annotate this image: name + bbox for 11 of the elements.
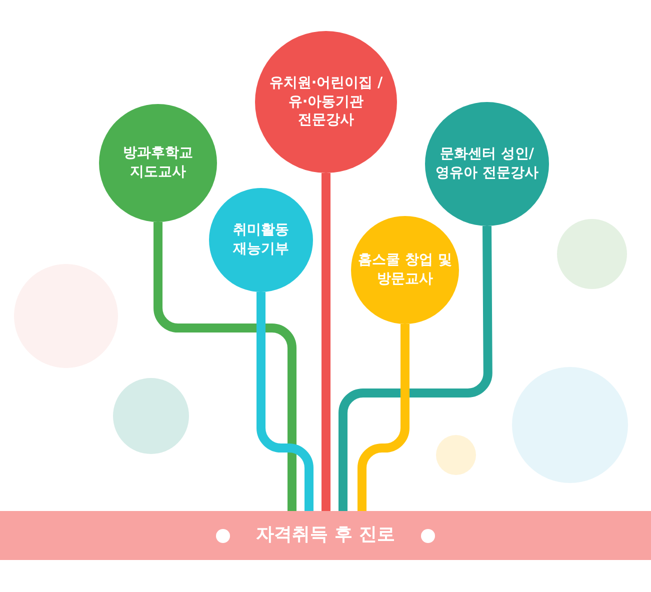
career-label: 취미활동 재능기부 <box>232 221 290 259</box>
career-label: 유치원·어린이집 / 유·아동기관 전문강사 <box>268 74 384 130</box>
career-label: 문화센터 성인/영유아 전문강사 <box>435 145 539 183</box>
career-label: 방과후학교 지도교사 <box>122 144 194 182</box>
connector-line <box>358 324 410 511</box>
career-label: 홈스쿨 창업 및 방문교사 <box>357 251 453 289</box>
banner-title: 자격취득 후 진로 <box>256 523 395 548</box>
connector-line <box>154 222 296 511</box>
banner <box>0 511 651 560</box>
connector-line <box>338 226 492 511</box>
connector-line <box>322 173 330 511</box>
